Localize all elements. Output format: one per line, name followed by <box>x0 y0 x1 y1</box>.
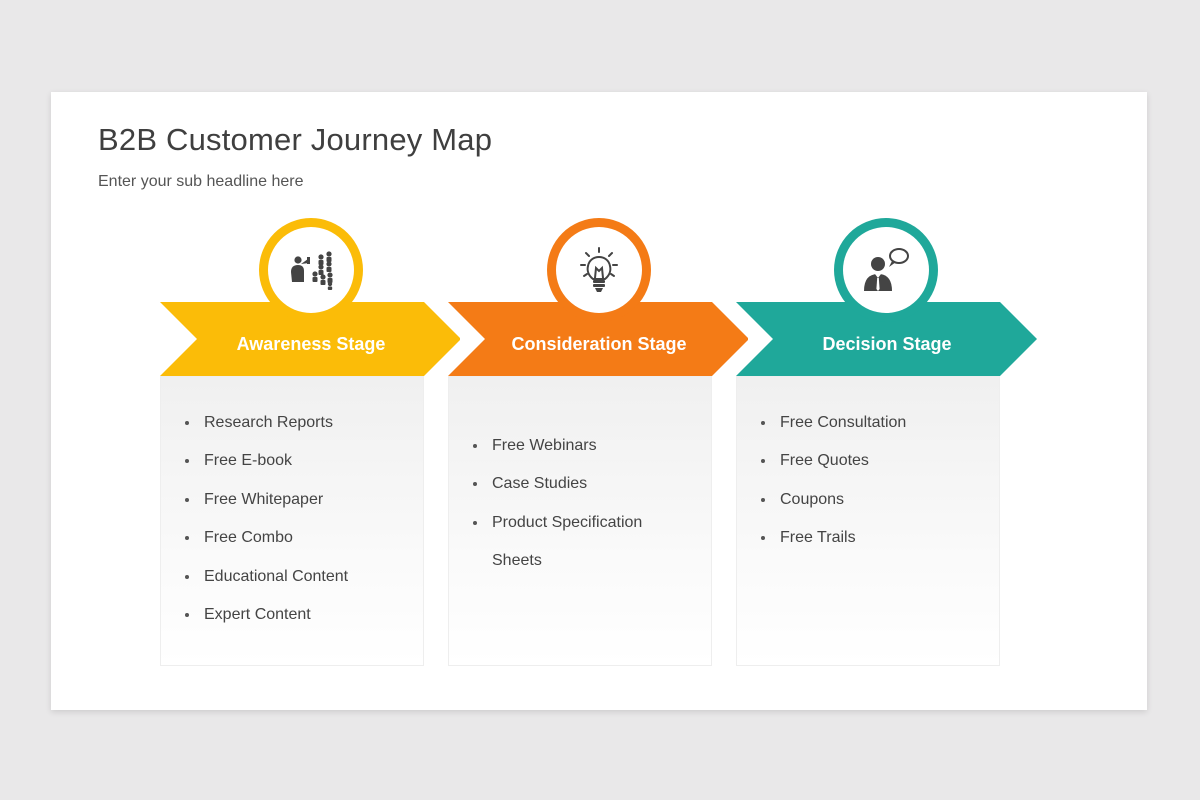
bullet-icon <box>761 459 765 464</box>
stage-item-list: Free Webinars Case Studies Product Speci… <box>449 427 689 581</box>
stage-card: Free Consultation Free Quotes Coupons Fr… <box>736 376 1000 666</box>
bullet-icon <box>185 459 189 464</box>
list-item-label: Product Specification <box>492 513 643 531</box>
stage-label: Consideration Stage <box>511 334 687 354</box>
bullet-icon <box>761 497 765 502</box>
list-item: Free Quotes <box>737 442 977 480</box>
bullet-icon <box>185 613 189 618</box>
lightbulb-icon <box>580 247 618 292</box>
stage-card: Research Reports Free E-book Free Whitep… <box>160 376 424 666</box>
list-item-label: Case Studies <box>492 475 588 493</box>
stage-card: Free Webinars Case Studies Product Speci… <box>448 376 712 666</box>
list-item-label: Free E-book <box>204 452 293 470</box>
stage-icon-ring <box>259 218 363 322</box>
bullet-icon <box>185 497 189 502</box>
list-item: Free Trails <box>737 519 977 557</box>
list-item-continuation: Sheets <box>449 542 689 580</box>
stage-arrow-banner <box>448 302 748 376</box>
bullet-icon <box>185 421 189 425</box>
list-item: Free Consultation <box>737 404 977 442</box>
list-item-label: Coupons <box>780 490 845 508</box>
bullet-icon <box>473 520 477 525</box>
bullet-icon <box>761 536 765 541</box>
list-item-label: Free Combo <box>204 529 293 547</box>
list-item: Coupons <box>737 481 977 519</box>
stage-item-list: Research Reports Free E-book Free Whitep… <box>161 404 401 634</box>
stage-label: Decision Stage <box>822 334 952 354</box>
stage-icon-ring <box>834 218 938 322</box>
list-item-label: Sheets <box>492 552 542 570</box>
presenter-audience-icon <box>291 251 333 290</box>
page-subtitle: Enter your sub headline here <box>98 173 304 190</box>
list-item-label: Free Webinars <box>492 437 597 454</box>
list-item-label: Research Reports <box>204 414 333 431</box>
list-item: Free E-book <box>161 442 401 480</box>
stage-icon-ring <box>547 218 651 322</box>
bullet-icon <box>185 536 189 541</box>
list-item: Product Specification <box>449 504 689 542</box>
stage-label: Awareness Stage <box>236 334 386 354</box>
page-title: B2B Customer Journey Map <box>98 122 493 157</box>
stage-item-list: Free Consultation Free Quotes Coupons Fr… <box>737 404 977 558</box>
list-item-label: Educational Content <box>204 567 349 585</box>
list-item-label: Free Consultation <box>780 414 907 431</box>
list-item: Research Reports <box>161 404 401 442</box>
list-item: Expert Content <box>161 596 401 634</box>
list-item-label: Expert Content <box>204 606 311 624</box>
list-item-label: Free Quotes <box>780 452 869 470</box>
list-item-label: Free Trails <box>780 529 856 547</box>
list-item: Free Combo <box>161 519 401 557</box>
list-item: Free Webinars <box>449 427 689 465</box>
person-speech-bubble-icon <box>864 248 909 291</box>
list-item-label: Free Whitepaper <box>204 490 324 508</box>
bullet-icon <box>761 421 765 425</box>
stage-arrow-banner <box>736 302 1037 376</box>
slide: B2B Customer Journey Map Enter your sub … <box>51 92 1147 710</box>
list-item: Case Studies <box>449 465 689 503</box>
list-item: Educational Content <box>161 558 401 596</box>
bullet-icon <box>185 574 189 579</box>
list-item: Free Whitepaper <box>161 481 401 519</box>
bullet-icon <box>473 444 477 448</box>
stage-arrow-banner <box>160 302 460 376</box>
bullet-icon <box>473 482 477 487</box>
